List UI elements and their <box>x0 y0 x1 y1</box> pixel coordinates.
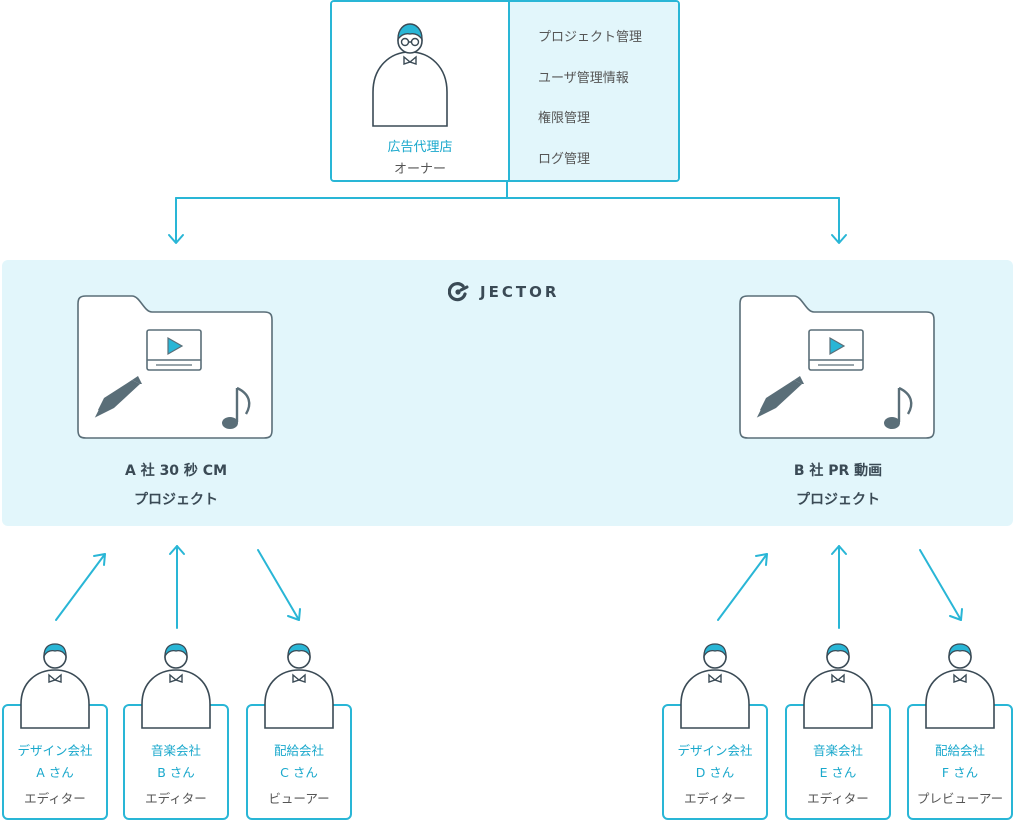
owner-avatar-icon <box>372 23 448 127</box>
arrow-down-left-icon <box>168 234 184 244</box>
permission-log-management: ログ管理 <box>538 152 591 167</box>
project-b-title: B 社 PR 動画 <box>793 463 883 479</box>
jector-logo-icon <box>448 282 469 302</box>
arrow-down-right-icon <box>831 234 847 244</box>
owner-connectors <box>168 181 847 244</box>
member-avatar-icon-a <box>20 643 90 729</box>
member-name: A さん <box>36 765 74 780</box>
member-name: D さん <box>695 765 735 780</box>
member-avatar-icon-b <box>141 643 211 729</box>
brand: JECTOR <box>448 282 559 302</box>
owner-company: 広告代理店 <box>387 140 453 155</box>
member-name: E さん <box>819 765 857 780</box>
arrow-down-right-icon <box>949 608 963 621</box>
member-card-a: デザイン会社 A さん エディター <box>2 704 108 820</box>
project-label-a: A 社 30 秒 CM プロジェクト <box>76 457 276 515</box>
member-avatar-icon-c <box>264 643 334 729</box>
arrow-up-icon <box>831 545 847 555</box>
arrow-down-right-icon <box>287 608 301 621</box>
permission-user-management: ユーザ管理情報 <box>538 71 629 86</box>
arrow-up-icon <box>169 545 185 555</box>
project-label-b: B 社 PR 動画 プロジェクト <box>738 457 938 515</box>
member-role: ビューアー <box>268 791 330 806</box>
brand-name: JECTOR <box>480 283 560 301</box>
owner-profile: 広告代理店 オーナー <box>332 2 508 180</box>
member-role: エディター <box>24 791 86 806</box>
member-name: C さん <box>280 765 318 780</box>
owner-box: 広告代理店 オーナー プロジェクト管理 ユーザ管理情報 権限管理 ログ管理 <box>330 0 680 182</box>
member-card-e: 音楽会社 E さん エディター <box>785 704 891 820</box>
member-role: エディター <box>684 791 746 806</box>
member-avatar-icon-d <box>680 643 750 729</box>
permission-project-management: プロジェクト管理 <box>538 30 643 45</box>
project-a-title: A 社 30 秒 CM <box>124 463 228 479</box>
member-name: B さん <box>157 765 195 780</box>
member-avatar-icon-e <box>803 643 873 729</box>
member-company: デザイン会社 <box>677 743 753 758</box>
member-role: プレビューアー <box>916 791 1004 806</box>
member-company: 音楽会社 <box>150 743 201 758</box>
project-b-subtitle: プロジェクト <box>796 492 880 508</box>
owner-role: オーナー <box>393 162 446 177</box>
member-company: 配給会社 <box>934 743 985 758</box>
owner-permissions: プロジェクト管理 ユーザ管理情報 権限管理 ログ管理 <box>508 2 678 180</box>
project-a-subtitle: プロジェクト <box>134 492 218 508</box>
member-role: エディター <box>145 791 207 806</box>
arrow-up-right-icon <box>755 553 768 566</box>
arrow-up-right-icon <box>93 553 106 566</box>
member-company: 配給会社 <box>273 743 324 758</box>
member-name: F さん <box>941 765 979 780</box>
member-company: デザイン会社 <box>17 743 93 758</box>
member-avatar-icon-f <box>925 643 995 729</box>
permission-rights-management: 権限管理 <box>538 111 591 126</box>
member-role: エディター <box>807 791 869 806</box>
member-company: 音楽会社 <box>812 743 863 758</box>
